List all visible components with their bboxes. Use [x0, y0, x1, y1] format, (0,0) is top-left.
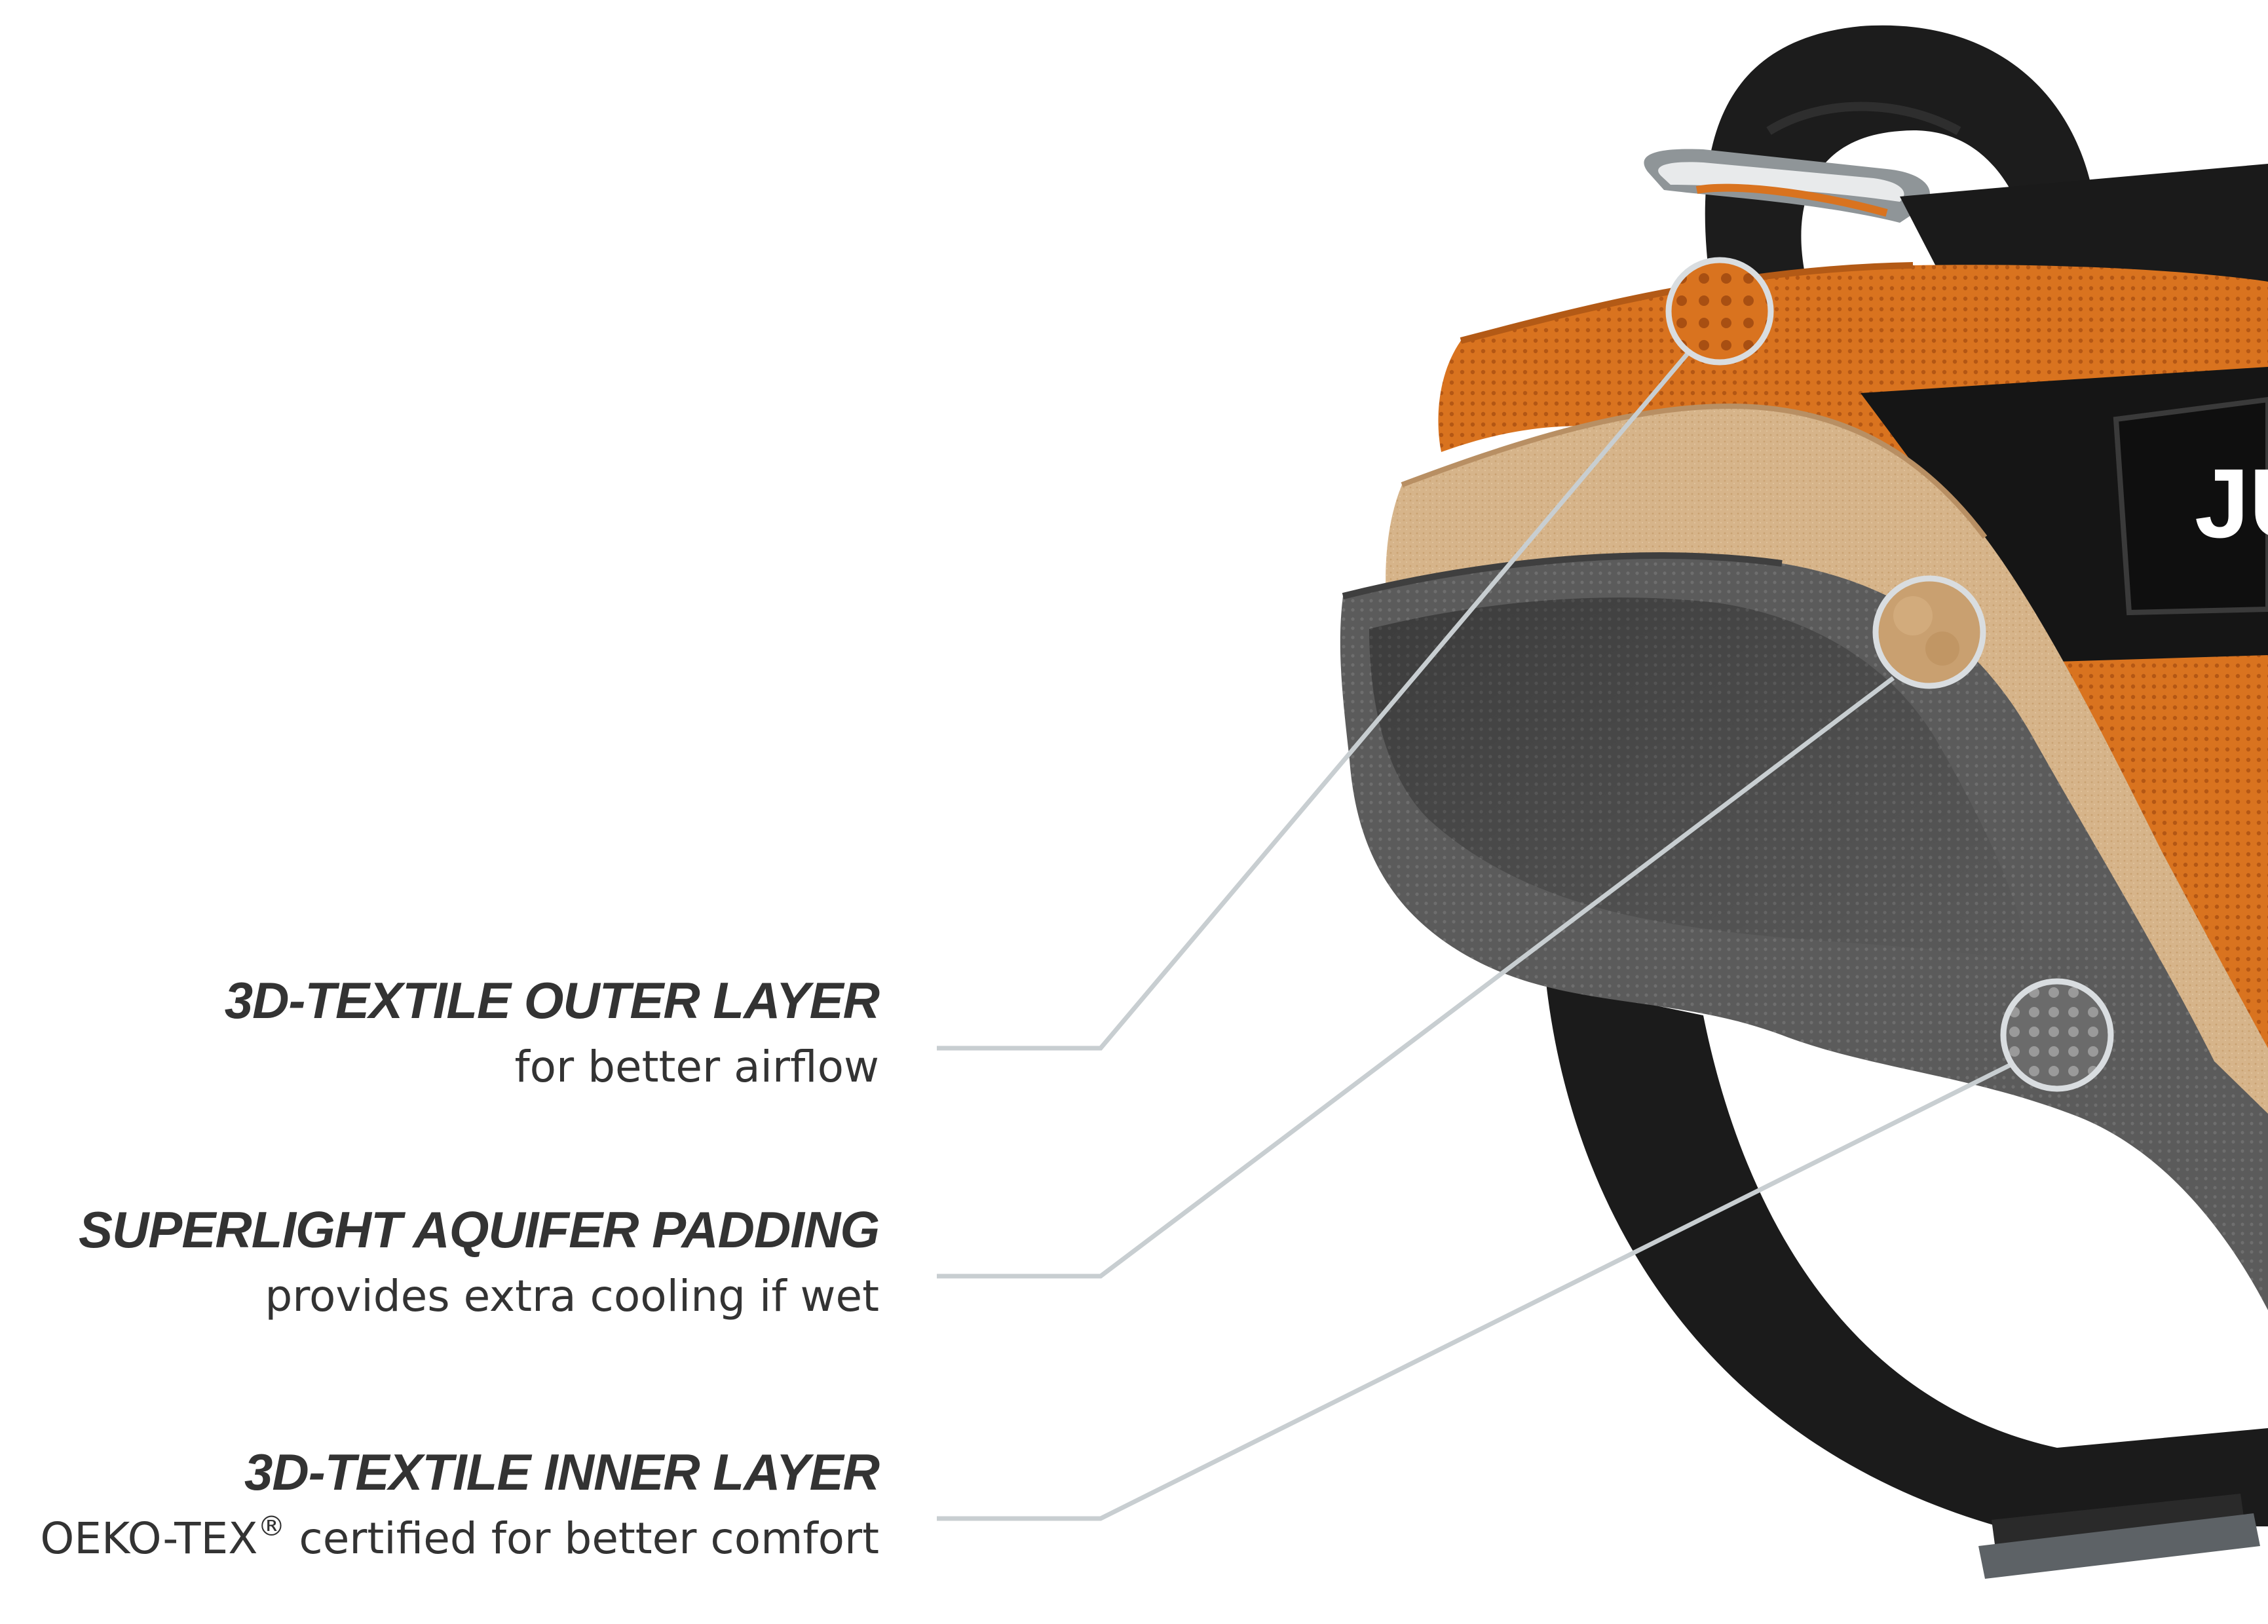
padding-description: provides extra cooling if wet: [265, 1270, 879, 1321]
brand-logo: JU: [2195, 448, 2268, 558]
inner-layer-caption: 3D-TEXTILE INNER LAYER OEKO-TEX® certifi…: [40, 1443, 880, 1564]
oeko-tex-label: OEKO-TEX: [40, 1513, 258, 1564]
padding-caption: SUPERLIGHT AQUIFER PADDING provides extr…: [78, 1201, 880, 1321]
outer-layer-title: 3D-TEXTILE OUTER LAYER: [224, 972, 880, 1029]
inner-layer-title: 3D-TEXTILE INNER LAYER: [244, 1443, 880, 1501]
registered-mark: ®: [257, 1509, 286, 1542]
mesh-detail-circle: [1665, 257, 1774, 366]
foam-detail-circle: [1872, 575, 1986, 689]
outer-layer-caption: 3D-TEXTILE OUTER LAYER for better airflo…: [224, 972, 880, 1092]
padding-title: SUPERLIGHT AQUIFER PADDING: [78, 1201, 880, 1258]
inner-mesh-detail-circle: [2000, 978, 2114, 1092]
inner-layer-description: OEKO-TEX® certified for better comfort: [40, 1511, 879, 1564]
inner-layer-description-text: certified for better comfort: [285, 1513, 879, 1564]
outer-layer-description: for better airflow: [514, 1041, 879, 1092]
leader-lines: [937, 349, 2013, 1521]
